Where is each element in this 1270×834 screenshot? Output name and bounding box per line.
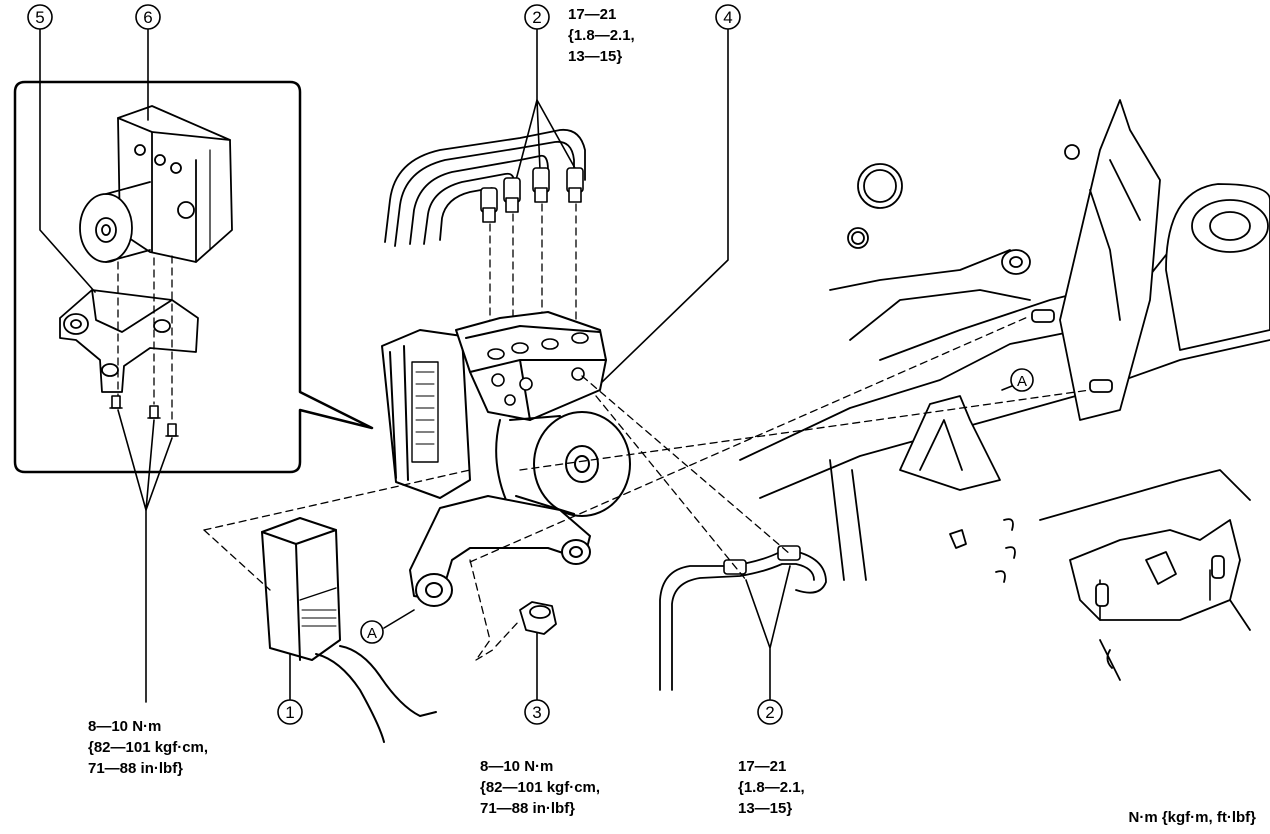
leader-lines xyxy=(39,27,1023,703)
callouts: 5 6 2 4 1 3 2 A A xyxy=(27,4,1034,725)
torque-line: 8—10 N·m xyxy=(88,718,162,735)
torque-line: {1.8—2.1, xyxy=(568,27,635,44)
callout-4: 4 xyxy=(715,4,741,30)
callout-2-bottom: 2 xyxy=(757,699,783,725)
callout-6: 6 xyxy=(135,4,161,30)
vehicle-body-structure xyxy=(739,99,1270,681)
torque-spec-nut: 8—10 N·m {82—101 kgf·cm, 71—88 in·lbf} xyxy=(480,756,600,819)
svg-text:3: 3 xyxy=(532,703,541,722)
torque-line: 13—15} xyxy=(568,48,623,65)
torque-spec-bracket-bolts: 8—10 N·m {82—101 kgf·cm, 71—88 in·lbf} xyxy=(88,716,208,779)
svg-text:2: 2 xyxy=(765,703,774,722)
torque-spec-pipes-bottom: 17—21 {1.8—2.1, 13—15} xyxy=(738,756,805,819)
callout-3: 3 xyxy=(524,699,550,725)
torque-line: 71—88 in·lbf} xyxy=(480,800,576,817)
inset-hydraulic-unit xyxy=(79,105,233,263)
torque-spec-pipes-top: 17—21 {1.8—2.1, 13—15} xyxy=(568,4,635,67)
long-alignment-lines xyxy=(203,315,1091,661)
svg-text:A: A xyxy=(1017,373,1027,390)
inset-bracket xyxy=(59,289,199,393)
ref-a-right: A xyxy=(1010,368,1034,392)
nut-3 xyxy=(519,601,557,635)
svg-text:4: 4 xyxy=(723,8,732,27)
svg-text:1: 1 xyxy=(285,703,294,722)
harness-connector xyxy=(261,517,437,743)
svg-text:5: 5 xyxy=(35,8,44,27)
inset-bolts xyxy=(109,395,179,437)
callout-5: 5 xyxy=(27,4,53,30)
inset-alignment-lines xyxy=(117,255,173,423)
svg-text:A: A xyxy=(367,625,377,642)
torque-line: 13—15} xyxy=(738,800,793,817)
callout-2-top: 2 xyxy=(524,4,550,30)
torque-line: {1.8—2.1, xyxy=(738,779,805,796)
torque-line: 71—88 in·lbf} xyxy=(88,760,184,777)
svg-text:2: 2 xyxy=(532,8,541,27)
torque-line: 17—21 xyxy=(738,758,787,775)
torque-line: {82—101 kgf·cm, xyxy=(480,779,601,796)
torque-line: 8—10 N·m xyxy=(480,758,554,775)
callout-1: 1 xyxy=(277,699,303,725)
inset-detail xyxy=(13,80,374,474)
torque-line: {82—101 kgf·cm, xyxy=(88,739,209,756)
abs-hu-cm xyxy=(381,311,631,607)
torque-line: 17—21 xyxy=(568,6,617,23)
svg-text:6: 6 xyxy=(143,8,152,27)
brake-pipes-lower xyxy=(659,545,827,691)
unit-note: N·m {kgf·m, ft·lbf} xyxy=(1128,809,1257,826)
brake-pipes-upper xyxy=(384,128,586,247)
ref-a-left: A xyxy=(360,620,384,644)
